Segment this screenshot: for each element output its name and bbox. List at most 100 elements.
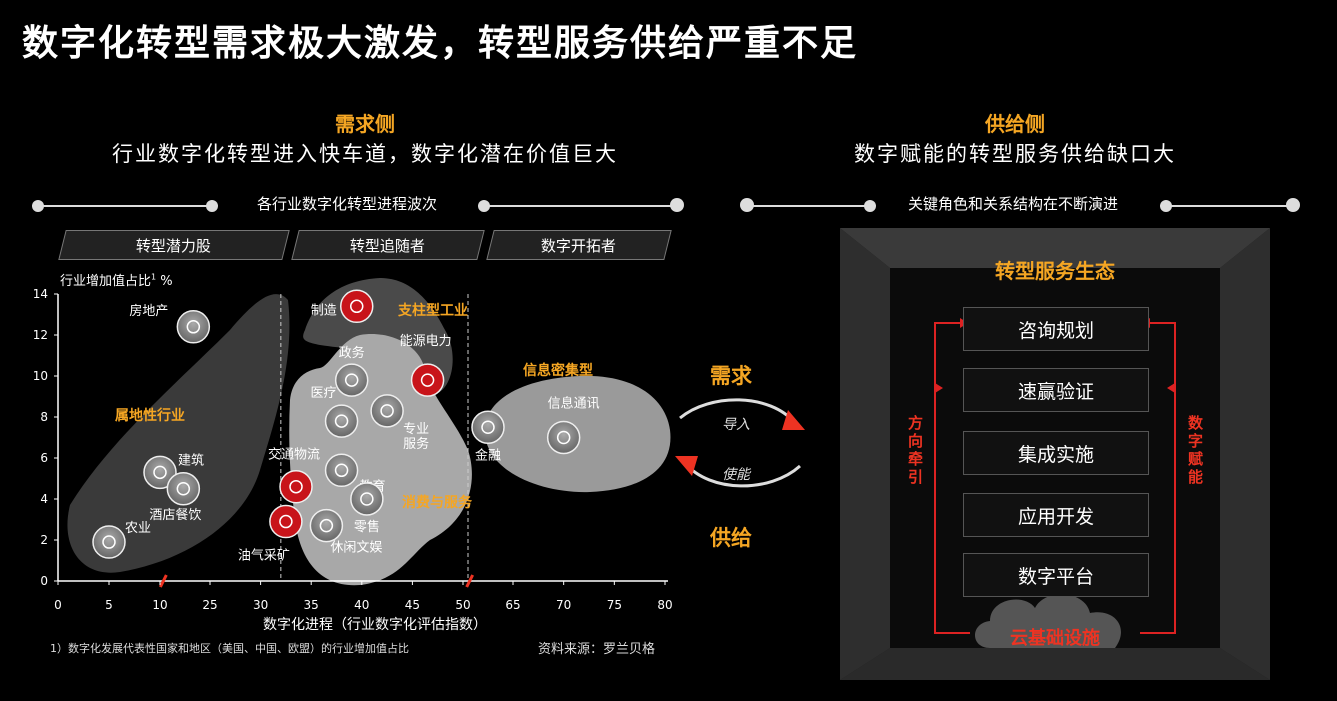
data-point: 房地产 [129,303,211,344]
supply-heading: 供给侧 [985,112,1045,136]
y-axis-label: 行业增加值占比1 % [60,272,173,289]
point-label: 专业服务 [403,422,429,452]
axis-break-mark [465,574,475,588]
point-label: 交通物流 [268,447,320,463]
point-marker [410,363,445,397]
rule-dot [206,200,218,212]
x-tick-label: 10 [152,598,167,612]
demand-rule-text: 各行业数字化转型进程波次 [256,195,437,213]
point-marker [339,289,374,324]
industry-icon [153,465,167,480]
group-label-info: 信息密集型 [523,363,593,379]
ecosystem-title: 转型服务生态 [995,259,1115,283]
demand-heading: 需求侧 [335,112,395,136]
y-tick-label: 8 [40,410,48,424]
rule-dot-right [670,198,684,212]
point-label: 制造 [311,303,337,318]
eco-box-digital-platform: 数字平台 [963,553,1149,597]
eco-right-label: 数字赋能 [1186,415,1204,487]
rule-dot-left [740,198,754,212]
rule-line [750,205,868,207]
point-label: 休闲文娱 [330,541,382,556]
data-point: 交通物流 [268,447,320,504]
data-point: 制造 [311,289,374,324]
group-label-local: 属地性行业 [115,408,185,424]
data-point: 政务 [334,345,369,397]
group-label-pillar: 支柱型工业 [398,303,468,319]
x-tick-label: 80 [657,598,672,612]
point-label-line: 服务 [403,436,429,452]
point-marker [324,453,359,488]
eco-left-label: 方向牵引 [906,415,924,487]
data-point: 能源电力 [400,334,452,397]
rule-dot-right [1286,198,1300,212]
industry-icon [380,404,394,418]
industry-icon [556,430,571,445]
point-marker [176,310,211,344]
x-tick-label: 70 [556,598,571,612]
supply-rule-text: 关键角色和关系结构在不断演进 [907,195,1118,213]
industry-icon [334,463,349,478]
data-point: 专业服务 [370,394,429,452]
data-point: 油气采矿 [238,504,303,564]
eco-box-consulting: 咨询规划 [963,307,1149,351]
flow-import-label: 导入 [722,417,750,433]
industry-icon [344,373,359,387]
flow-enable-label: 使能 [722,467,750,483]
industry-icon [481,420,495,434]
point-marker [309,508,344,543]
point-label: 油气采矿 [238,548,290,564]
point-label: 能源电力 [400,334,452,349]
point-marker [166,472,201,506]
rule-dot [864,200,876,212]
x-tick-label: 40 [354,598,369,612]
data-point: 建筑 [143,452,204,490]
point-label: 信息通讯 [548,396,600,412]
demand-subtitle: 行业数字化转型进入快车道，数字化潜在价值巨大 [112,142,618,166]
ecosystem-frame [840,228,1270,680]
eco-box-quick-win: 速赢验证 [963,368,1149,412]
point-marker [334,363,369,397]
x-axis-label: 数字化进程（行业数字化评估指数） [263,617,487,633]
x-tick-label: 30 [253,598,268,612]
x-tick-label: 75 [607,598,622,612]
point-label: 医疗 [311,386,337,401]
y-tick-label: 14 [33,287,48,301]
data-point: 农业 [92,521,151,559]
point-marker [370,394,404,428]
group-label-consumer: 消费与服务 [402,495,472,511]
x-tick-label: 35 [304,598,319,612]
data-point: 酒店餐饮 [149,472,201,523]
point-marker [471,410,505,444]
x-tick-label: 0 [54,598,62,612]
industry-icon [102,535,116,549]
industry-icon [420,373,435,387]
point-label: 零售 [354,519,380,535]
y-tick-label: 12 [33,328,48,342]
arrow-right-icon [782,410,805,430]
eco-box-app-dev: 应用开发 [963,493,1149,537]
point-marker [350,482,384,516]
industry-icon [334,414,349,428]
x-tick-label: 65 [505,598,520,612]
footnote: 1）数字化发展代表性国家和地区（美国、中国、欧盟）的行业增加值占比 [50,642,409,655]
y-tick-label: 10 [33,369,48,383]
flow-demand-label: 需求 [710,364,752,388]
rule-line [40,205,210,207]
rule-dot-left [32,200,44,212]
source-note: 资料来源：罗兰贝格 [538,642,656,657]
chart-points: 农业建筑酒店餐饮房地产制造能源电力政务医疗专业服务交通物流教育零售油气采矿休闲文… [92,289,600,564]
industry-icon [360,492,374,506]
industry-icon [176,482,191,496]
flow-arrows [675,398,805,488]
point-marker [324,404,359,438]
cluster-shapes [67,278,671,586]
point-marker [279,469,313,504]
eco-cloud-label: 云基础设施 [1010,628,1100,649]
rule-line [484,205,674,207]
point-marker [92,525,126,559]
data-point: 信息通讯 [546,396,600,455]
point-label: 酒店餐饮 [149,507,201,523]
point-marker [143,455,177,490]
